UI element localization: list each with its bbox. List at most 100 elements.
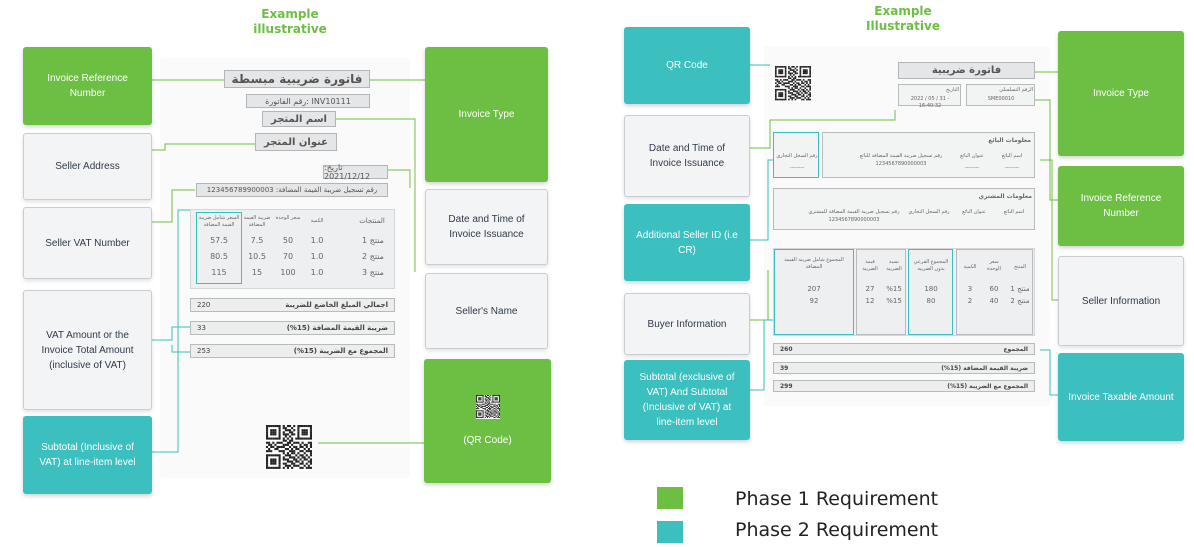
box-label: Invoice Type xyxy=(1093,88,1149,99)
cell-price: 100 xyxy=(280,268,296,277)
vat-registration: رقم تسجيل ضريبة القيمة المضافة: 12345678… xyxy=(196,183,388,197)
box-seller-information: Seller Information xyxy=(1058,256,1184,346)
box-subtotal-inclusive: Subtotal (Inclusive of VAT) at line-item… xyxy=(23,416,152,494)
product-columns xyxy=(956,249,1033,335)
table-header: المنتج xyxy=(1013,264,1027,270)
cell-total: 57.5 xyxy=(210,236,228,245)
total-with-vat-value: 253 xyxy=(197,347,211,355)
box-label: Invoice Reference Number xyxy=(1080,193,1162,219)
box-buyer-information: Buyer Information xyxy=(624,293,750,355)
vat-amount-label: ضريبة القيمة المضافة (15%) xyxy=(286,324,388,332)
seller-cr-field: رقم السجل التجاري xyxy=(776,153,818,159)
cell-price: 40 xyxy=(989,297,999,305)
table-header: الكمية xyxy=(963,264,977,270)
buyer-cr-field: رقم السجل التجاري xyxy=(908,209,950,215)
store-name-text: اسم المتجر xyxy=(271,113,327,125)
seller-address-placeholder: -------- xyxy=(964,165,980,171)
cell-total: 207 xyxy=(807,285,821,293)
box-additional-seller-id: Additional Seller ID (i.e CR) xyxy=(624,204,750,281)
seller-vat-field: رقم تسجيل ضريبة القيمة المضافة للبائع xyxy=(859,153,943,159)
cell-rate: %15 xyxy=(886,285,902,293)
cell-total: 92 xyxy=(809,297,819,305)
box-qr-code-right: QR Code xyxy=(624,27,750,104)
cell-vat: 27 xyxy=(865,285,875,293)
cell-subtotal: 80 xyxy=(926,297,936,305)
cell-qty: 3 xyxy=(967,285,973,293)
invoice-qr-code xyxy=(266,425,312,471)
table-header: المجموع الفرعي بدون الضريبة xyxy=(913,259,949,272)
store-address: عنوان المتجر xyxy=(255,133,337,151)
date-value: 2022 / 05 / 31 - 16:40:32 xyxy=(910,96,950,109)
left-title: Example illustrative xyxy=(230,7,350,37)
box-label: Buyer Information xyxy=(647,318,727,330)
left-title-line1: Example xyxy=(261,7,319,21)
cell-rate: %15 xyxy=(886,297,902,305)
box-label: Subtotal (Inclusive of VAT) at line-item… xyxy=(39,442,136,468)
box-vat-amount: VAT Amount or the Invoice Total Amount (… xyxy=(23,290,152,410)
invoice-date: تاريخ: 2021/12/12 xyxy=(323,163,388,181)
cell-subtotal: 180 xyxy=(924,285,938,293)
cell-vat: 10.5 xyxy=(248,252,266,261)
vat-registration-text: رقم تسجيل ضريبة القيمة المضافة: 12345678… xyxy=(206,186,378,194)
total-value: 299 xyxy=(780,382,793,390)
invoice-title-text: فاتورة ضريبية مبسطة xyxy=(231,72,363,86)
cell-product: منتج 1 xyxy=(1010,285,1030,293)
box-label: Seller's Name xyxy=(455,305,518,317)
total-row: 299 المجموع مع الضريبة (15%) xyxy=(773,380,1035,392)
cell-price: 50 xyxy=(282,236,294,245)
cell-total: 115 xyxy=(211,268,227,277)
box-seller-address: Seller Address xyxy=(23,133,152,200)
invoice-title-tax: فاتورة ضريبية xyxy=(898,62,1035,79)
date-block: التاريخ 2022 / 05 / 31 - 16:40:32 xyxy=(898,84,961,109)
invoice-number-text: رقم الفاتورة: INV10111 xyxy=(265,96,351,106)
buyer-address-field: عنوان البائع xyxy=(962,209,986,215)
seller-vat-value: 1234567890000003 xyxy=(875,161,927,167)
cell-product: منتج 1 xyxy=(362,236,384,245)
serial-block: الرقم التسلسلي SME00010 xyxy=(966,84,1035,106)
line-subtotal-highlight xyxy=(908,249,953,335)
cell-qty: 2 xyxy=(967,297,973,305)
table-header: السعر شامل ضريبة القيمة المضافة xyxy=(198,215,240,228)
invoice-qr-code-right xyxy=(775,66,811,102)
box-label: Invoice Taxable Amount xyxy=(1068,391,1174,403)
invoice-number: رقم الفاتورة: INV10111 xyxy=(246,94,370,108)
taxable-amount-value: 220 xyxy=(197,301,211,309)
seller-cr-block: رقم السجل التجاري -------- xyxy=(773,132,819,178)
right-title-line1: Example xyxy=(874,4,932,18)
cell-vat: 7.5 xyxy=(250,236,264,245)
seller-name-field: اسم البائع xyxy=(1001,153,1023,159)
seller-name-placeholder: -------- xyxy=(1004,165,1020,171)
box-label: Subtotal (exclusive of VAT) And Subtotal… xyxy=(639,372,735,428)
box-label: Invoice Type xyxy=(458,109,515,120)
vat-amount-value: 33 xyxy=(197,324,206,332)
total-with-vat-row: 253 المجموع مع الضريبة (15%) xyxy=(190,344,395,358)
right-title: Example Illustrative xyxy=(843,4,963,34)
cell-product: منتج 3 xyxy=(362,268,384,277)
buyer-info-block: معلومات المشتري اسم البائع عنوان البائع … xyxy=(773,188,1035,230)
box-seller-vat-number: Seller VAT Number xyxy=(23,207,152,279)
total-label: المجموع مع الضريبة (15%) xyxy=(947,382,1028,390)
box-label: VAT Amount or the Invoice Total Amount (… xyxy=(41,329,134,371)
box-label: Date and Time of Invoice Issuance xyxy=(448,214,525,240)
table-header: المجموع شامل ضريبة القيمة المضافة xyxy=(784,257,844,270)
cell-qty: 1.0 xyxy=(310,252,324,261)
box-date-time: Date and Time of Invoice Issuance xyxy=(425,189,548,265)
line-total-highlight xyxy=(774,249,854,335)
cell-price: 70 xyxy=(282,252,294,261)
table-header: سعر الوحدة xyxy=(987,259,1001,272)
box-sellers-name: Seller's Name xyxy=(425,273,548,349)
table-header: نسبة الضريبة xyxy=(886,259,902,272)
right-title-line2: Illustrative xyxy=(866,19,940,33)
right-items-table xyxy=(773,248,1035,336)
box-label: (QR Code) xyxy=(463,434,512,446)
cell-total: 80.5 xyxy=(210,252,228,261)
line-item-highlight xyxy=(196,212,242,284)
vat-columns xyxy=(856,249,906,335)
box-label: Invoice Reference Number xyxy=(47,73,128,99)
invoice-title-text: فاتورة ضريبية xyxy=(931,65,1002,76)
table-header: قيمة الضريبة xyxy=(862,259,878,272)
box-invoice-type-right: Invoice Type xyxy=(1058,31,1184,156)
serial-label: الرقم التسلسلي xyxy=(999,87,1033,93)
box-label: QR Code xyxy=(666,60,708,71)
box-subtotal-line-item: Subtotal (exclusive of VAT) And Subtotal… xyxy=(624,360,750,440)
